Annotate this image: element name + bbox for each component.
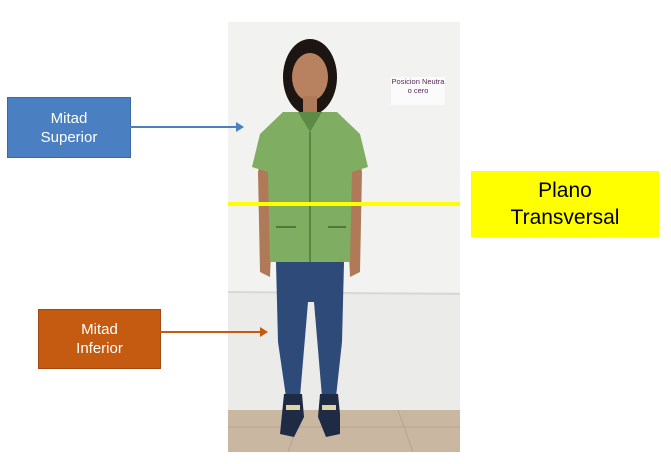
position-sign: Posicion Neutra o cero <box>391 77 445 105</box>
upper-half-text: Mitad Superior <box>40 109 98 146</box>
subject-photo: Posicion Neutra o cero <box>228 22 460 452</box>
transversal-plane-label: Plano Transversal <box>471 171 659 237</box>
upper-half-label: Mitad Superior <box>7 97 131 158</box>
lower-half-text: Mitad Inferior <box>76 321 123 357</box>
upper-arrow <box>130 122 244 132</box>
transversal-plane-text: Plano Transversal <box>510 179 620 229</box>
transversal-plane-line <box>228 202 460 206</box>
lower-half-label: Mitad Inferior <box>38 309 161 369</box>
